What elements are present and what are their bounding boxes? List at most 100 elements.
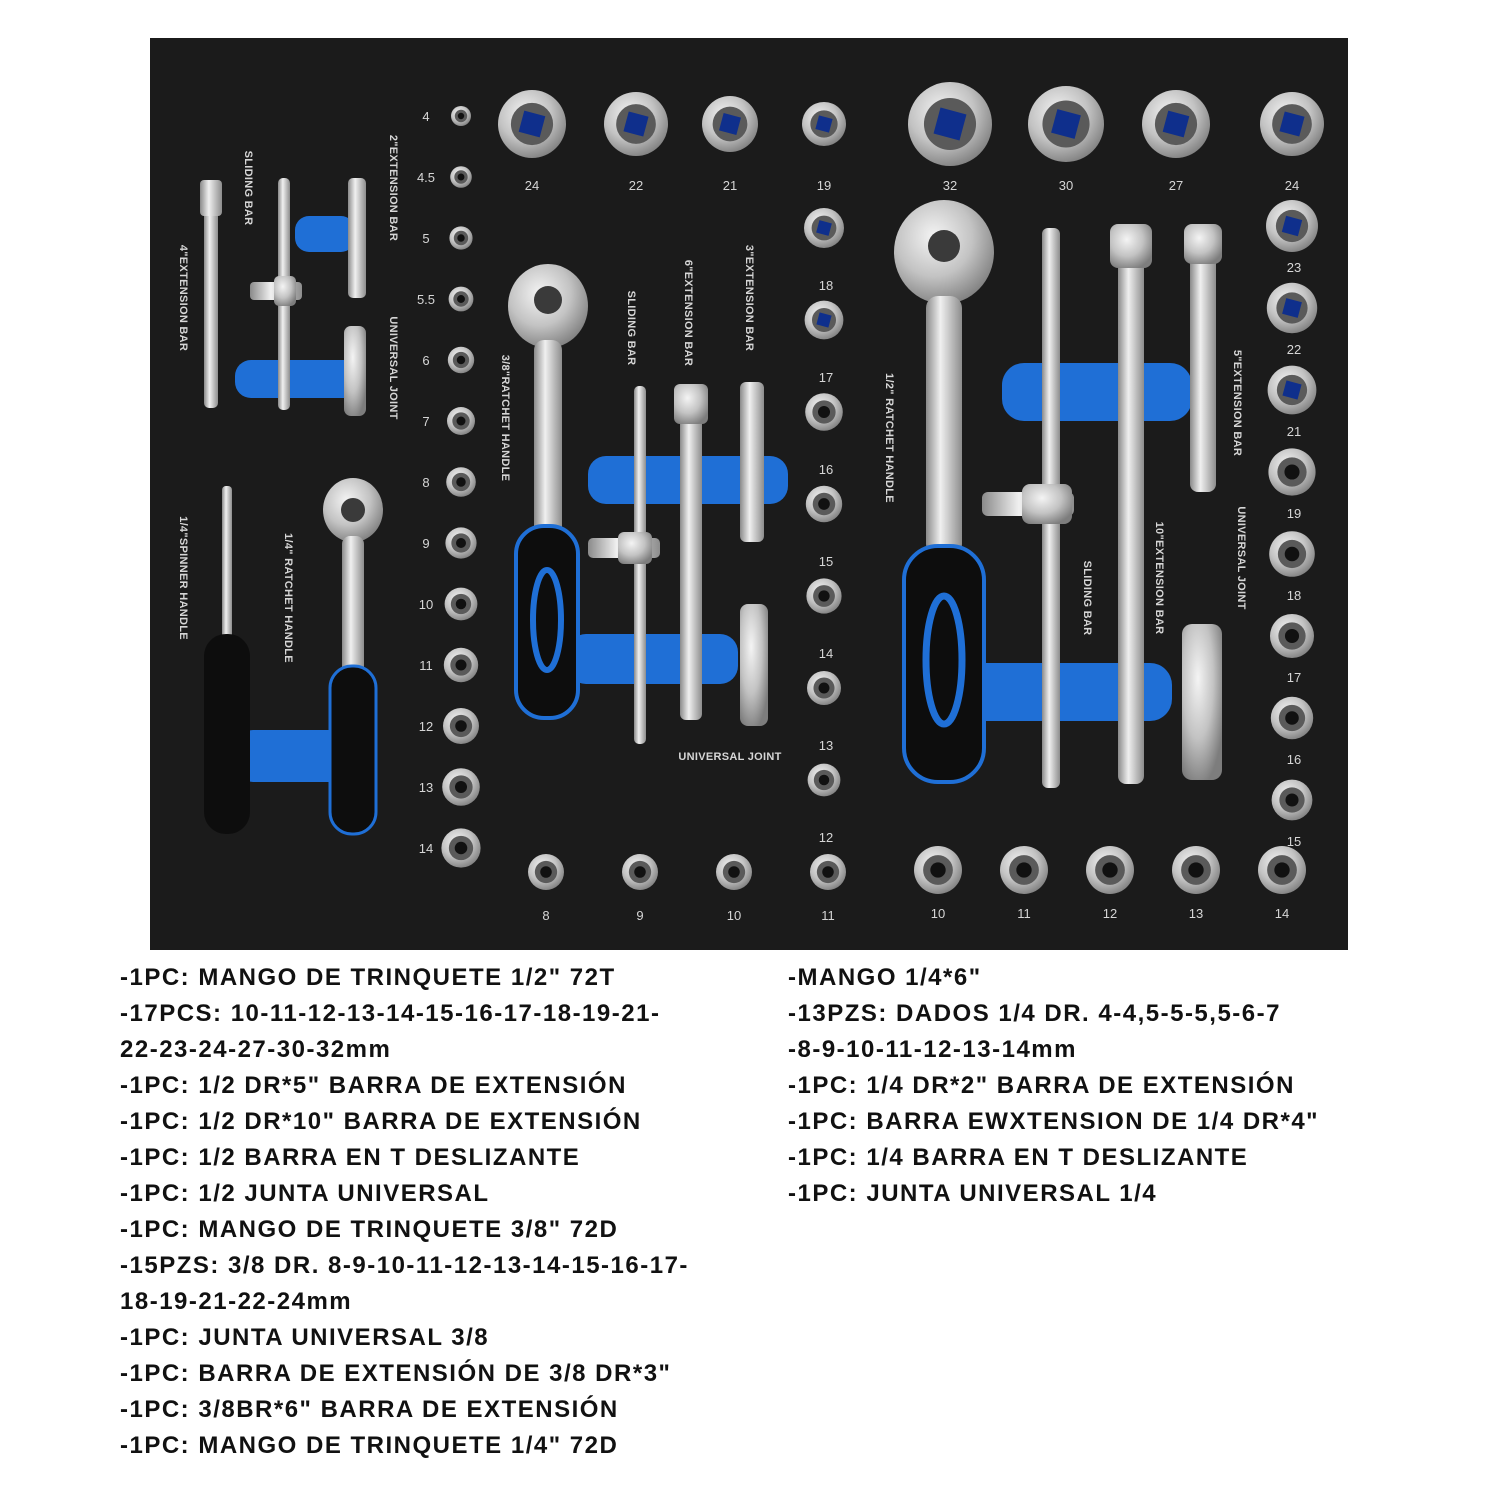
socket bbox=[1142, 90, 1210, 158]
tool-label: 1/2" RATCHET HANDLE bbox=[883, 373, 895, 503]
socket-size-label: 4 bbox=[422, 109, 429, 124]
socket bbox=[1000, 846, 1048, 894]
socket bbox=[1266, 200, 1318, 252]
socket bbox=[1271, 779, 1313, 821]
socket bbox=[447, 407, 475, 435]
half-ratchet-handle bbox=[894, 200, 994, 784]
socket bbox=[716, 854, 752, 890]
socket bbox=[604, 92, 668, 156]
socket bbox=[908, 82, 992, 166]
socket-size-label: 11 bbox=[419, 658, 433, 673]
spec-list-left: -1PC: MANGO DE TRINQUETE 1/2" 72T -17PCS:… bbox=[120, 960, 689, 1464]
socket-size-label: 14 bbox=[819, 646, 833, 661]
socket-size-label: 19 bbox=[817, 178, 831, 193]
socket-size-label: 8 bbox=[542, 908, 549, 923]
tool-label: 5"EXTENSION BAR bbox=[1231, 350, 1243, 456]
socket-size-label: 11 bbox=[1017, 906, 1031, 921]
spec-line: -1PC: MANGO DE TRINQUETE 1/2" 72T bbox=[120, 964, 616, 991]
spec-line: -1PC: 1/2 DR*5" BARRA DE EXTENSIÓN bbox=[120, 1072, 627, 1099]
socket bbox=[810, 854, 846, 890]
spec-line: -1PC: MANGO DE TRINQUETE 3/8" 72D bbox=[120, 1216, 619, 1243]
half-extension-bar-5 bbox=[1184, 224, 1222, 492]
socket bbox=[1270, 614, 1314, 658]
socket bbox=[1258, 846, 1306, 894]
socket-size-label: 13 bbox=[819, 738, 833, 753]
spec-line: -1PC: BARRA DE EXTENSIÓN DE 3/8 DR*3" bbox=[120, 1360, 672, 1387]
socket-size-label: 18 bbox=[819, 278, 833, 293]
socket-size-label: 21 bbox=[723, 178, 737, 193]
spec-line: 22-23-24-27-30-32mm bbox=[120, 1036, 392, 1063]
spec-line: -1PC: MANGO DE TRINQUETE 1/4" 72D bbox=[120, 1432, 619, 1459]
spec-line: -1PC: 1/2 BARRA EN T DESLIZANTE bbox=[120, 1144, 581, 1171]
socket-size-label: 7 bbox=[422, 414, 429, 429]
socket-size-label: 32 bbox=[943, 178, 957, 193]
socket bbox=[914, 846, 962, 894]
spec-line: -1PC: 1/4 DR*2" BARRA DE EXTENSIÓN bbox=[788, 1072, 1295, 1099]
socket bbox=[450, 166, 472, 188]
threeeighths-universal-joint bbox=[740, 604, 768, 726]
socket-size-label: 14 bbox=[1275, 906, 1289, 921]
spec-line: -1PC: 3/8BR*6" BARRA DE EXTENSIÓN bbox=[120, 1396, 619, 1423]
socket-size-label: 10 bbox=[419, 597, 433, 612]
socket-size-label: 4.5 bbox=[417, 170, 435, 185]
socket bbox=[804, 208, 844, 248]
threeeighths-tool-labels: 3/8"RATCHET HANDLE SLIDING BAR 6"EXTENSION… bbox=[499, 245, 781, 763]
socket bbox=[498, 90, 566, 158]
spec-line: -MANGO 1/4*6" bbox=[788, 964, 982, 991]
socket bbox=[444, 587, 478, 621]
socket-size-label: 23 bbox=[1287, 260, 1301, 275]
socket bbox=[448, 286, 474, 312]
quarter-universal-joint bbox=[344, 326, 366, 416]
tool-label: SLIDING BAR bbox=[625, 291, 637, 366]
threeeighths-extension-bar-6 bbox=[674, 384, 708, 720]
socket-size-label: 27 bbox=[1169, 178, 1183, 193]
socket bbox=[446, 467, 476, 497]
socket bbox=[805, 485, 843, 523]
socket bbox=[1267, 365, 1317, 415]
socket bbox=[451, 106, 471, 126]
tool-label: UNIVERSAL JOINT bbox=[678, 751, 781, 763]
socket-size-label: 15 bbox=[1287, 834, 1301, 849]
tool-label: 6"EXTENSION BAR bbox=[682, 260, 694, 366]
quarter-extension-bar-2 bbox=[348, 178, 366, 298]
socket bbox=[806, 578, 842, 614]
socket bbox=[447, 346, 475, 374]
half-sliding-bar bbox=[982, 228, 1074, 788]
socket bbox=[1172, 846, 1220, 894]
socket bbox=[443, 647, 479, 683]
socket-size-label: 9 bbox=[422, 536, 429, 551]
tool-label: 10"EXTENSION BAR bbox=[1153, 522, 1165, 635]
socket-size-label: 12 bbox=[419, 719, 433, 734]
socket bbox=[805, 393, 843, 431]
socket-size-label: 22 bbox=[1287, 342, 1301, 357]
tool-label: 1/4" RATCHET HANDLE bbox=[282, 533, 294, 663]
spec-line: -1PC: BARRA EWXTENSION DE 1/4 DR*4" bbox=[788, 1108, 1320, 1135]
socket bbox=[442, 768, 480, 806]
spec-line: -15PZS: 3/8 DR. 8-9-10-11-12-13-14-15-16… bbox=[120, 1252, 689, 1279]
socket-size-label: 17 bbox=[819, 370, 833, 385]
spec-line: -13PZS: DADOS 1/4 DR. 4-4,5-5-5,5-6-7 bbox=[788, 1000, 1281, 1027]
quarter-extension-bar-4 bbox=[200, 180, 222, 408]
socket bbox=[622, 854, 658, 890]
socket bbox=[1266, 282, 1318, 334]
socket-size-label: 17 bbox=[1287, 670, 1301, 685]
spec-line: -17PCS: 10-11-12-13-14-15-16-17-18-19-21… bbox=[120, 1000, 661, 1027]
socket-size-label: 19 bbox=[1287, 506, 1301, 521]
tool-label: 2"EXTENSION BAR bbox=[387, 135, 399, 241]
socket bbox=[1028, 86, 1104, 162]
tool-label: UNIVERSAL JOINT bbox=[1235, 506, 1247, 609]
half-extension-bar-10 bbox=[1110, 224, 1152, 784]
tool-label: 3/8"RATCHET HANDLE bbox=[499, 355, 511, 482]
tool-label: 4"EXTENSION BAR bbox=[177, 245, 189, 351]
socket-size-label: 16 bbox=[819, 462, 833, 477]
socket-size-label: 5 bbox=[422, 231, 429, 246]
socket-size-label: 14 bbox=[419, 841, 433, 856]
socket-size-label: 16 bbox=[1287, 752, 1301, 767]
socket bbox=[528, 854, 564, 890]
